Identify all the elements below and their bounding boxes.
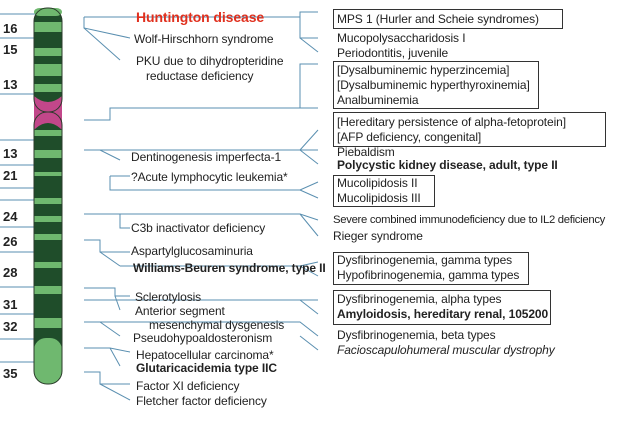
disease-label: Sclerotylosis [135,290,202,304]
disease-label: Hepatocellular carcinoma* [136,348,274,362]
disease-label: Dysfibrinogenemia, alpha types [337,292,502,306]
disease-label: Glutaricacidemia type IIC [136,361,277,375]
band-label: 13 [3,146,18,161]
group-box [333,61,539,109]
chromosome [33,7,63,385]
disease-label: MPS 1 (Hurler and Scheie syndromes) [337,12,539,26]
disease-label: Piebaldism [337,145,395,159]
band-label: 13 [3,77,18,92]
disease-label: Dysfibrinogenemia, beta types [337,328,496,342]
group-box [333,252,529,285]
band-label: 26 [3,234,18,249]
disease-label: Williams-Beuren syndrome, type II [133,261,326,275]
disease-label: Mucopolysaccharidosis I [337,31,466,45]
group-box [333,9,563,29]
disease-label: Analbuminemia [337,93,419,107]
connector-lines [0,11,319,401]
disease-label: Polycystic kidney disease, adult, type I… [337,158,558,172]
disease-label: Dentinogenesis imperfecta-1 [131,150,282,164]
disease-label: Wolf-Hirschhorn syndrome [134,32,274,46]
disease-label: Mucolipidosis II [337,176,418,190]
disease-label: Mucolipidosis III [337,191,421,205]
band-label: 28 [3,265,18,280]
disease-label: Fletcher factor deficiency [136,394,267,408]
disease-label: Facioscapulohumeral muscular dystrophy [337,343,555,357]
disease-label-highlighted: Huntington disease [136,9,265,25]
disease-label: Pseudohypoaldosteronism [133,331,273,345]
disease-label: ?Acute lymphocytic leukemia* [131,170,288,184]
disease-label: Factor XI deficiency [136,379,240,393]
disease-label: [Dysalbuminemic hyperzincemia] [337,63,510,77]
disease-label: [Hereditary persistence of alpha-fetopro… [337,115,566,129]
band-label: 31 [3,297,18,312]
band-label: 21 [3,168,18,183]
band-label: 24 [3,209,18,224]
disease-label: Dysfibrinogenemia, gamma types [337,253,513,267]
disease-label: [AFP deficiency, congenital] [337,130,482,144]
disease-label: Severe combined immunodeficiency due to … [333,214,606,226]
band-label: 32 [3,319,18,334]
disease-label: Periodontitis, juvenile [337,46,449,60]
band-label: 16 [3,21,18,36]
disease-label: PKU due to dihydropteridine [136,54,284,68]
disease-label: [Dysalbuminemic hyperthyroxinemia] [337,78,530,92]
group-box [333,175,435,207]
disease-label: mesenchymal dysgenesis [149,318,285,332]
disease-label: Aspartylglucosaminuria [131,244,253,258]
disease-label: Amyloidosis, hereditary renal, 105200 [337,307,549,321]
disease-label: C3b inactivator deficiency [131,221,266,235]
disease-label: Rieger syndrome [333,229,423,243]
disease-label: Anterior segment [135,304,225,318]
band-label: 35 [3,366,18,381]
band-label: 15 [3,42,18,57]
group-box [333,112,606,147]
disease-label: reductase deficiency [146,69,254,83]
disease-label: Hypofibrinogenemia, gamma types [337,268,520,282]
group-box [333,290,551,325]
